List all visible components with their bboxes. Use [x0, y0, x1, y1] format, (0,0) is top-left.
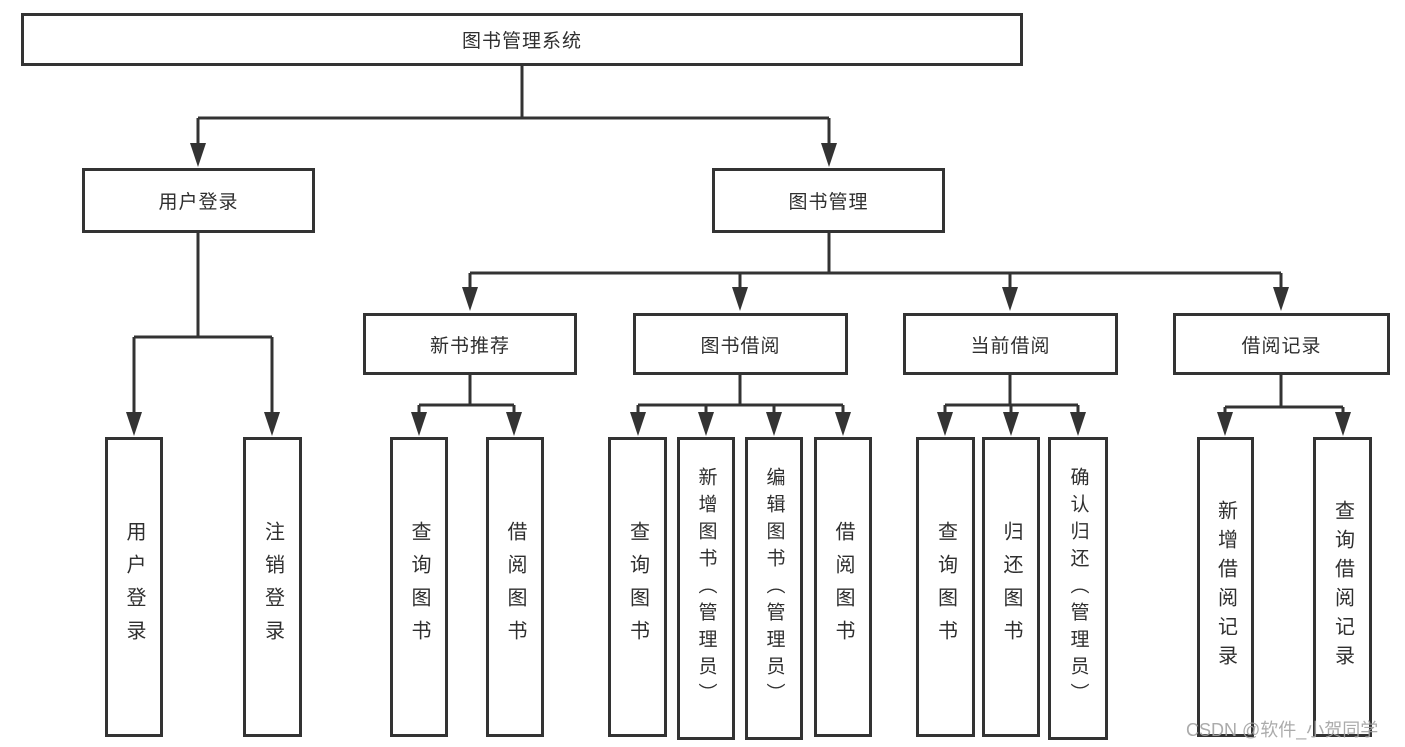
leaf-add-books-admin: 新增图书（管理员） [677, 437, 735, 740]
node-book-borrow: 图书借阅 [633, 313, 848, 375]
node-borrow-records: 借阅记录 [1173, 313, 1390, 375]
leaf-return-books: 归还图书 [982, 437, 1040, 737]
leaf-borrow-query-books: 查询图书 [608, 437, 667, 737]
leaf-user-login: 用户登录 [105, 437, 163, 737]
leaf-query-borrow-record: 查询借阅记录 [1313, 437, 1372, 737]
csdn-watermark: CSDN @软件_小贺同学 [1186, 720, 1379, 740]
node-new-book-recommend: 新书推荐 [363, 313, 577, 375]
leaf-recommend-query-books: 查询图书 [390, 437, 448, 737]
leaf-edit-books-admin: 编辑图书（管理员） [745, 437, 803, 740]
arrowheads [126, 143, 1351, 436]
leaf-borrow-books: 借阅图书 [814, 437, 872, 737]
leaf-current-query-books: 查询图书 [916, 437, 975, 737]
leaf-confirm-return-admin: 确认归还（管理员） [1048, 437, 1108, 740]
leaf-add-borrow-record: 新增借阅记录 [1197, 437, 1254, 737]
leaf-logout: 注销登录 [243, 437, 302, 737]
node-user-login: 用户登录 [82, 168, 315, 233]
leaf-recommend-borrow-books: 借阅图书 [486, 437, 544, 737]
node-book-management: 图书管理 [712, 168, 945, 233]
node-current-borrow: 当前借阅 [903, 313, 1118, 375]
node-root: 图书管理系统 [21, 13, 1023, 66]
